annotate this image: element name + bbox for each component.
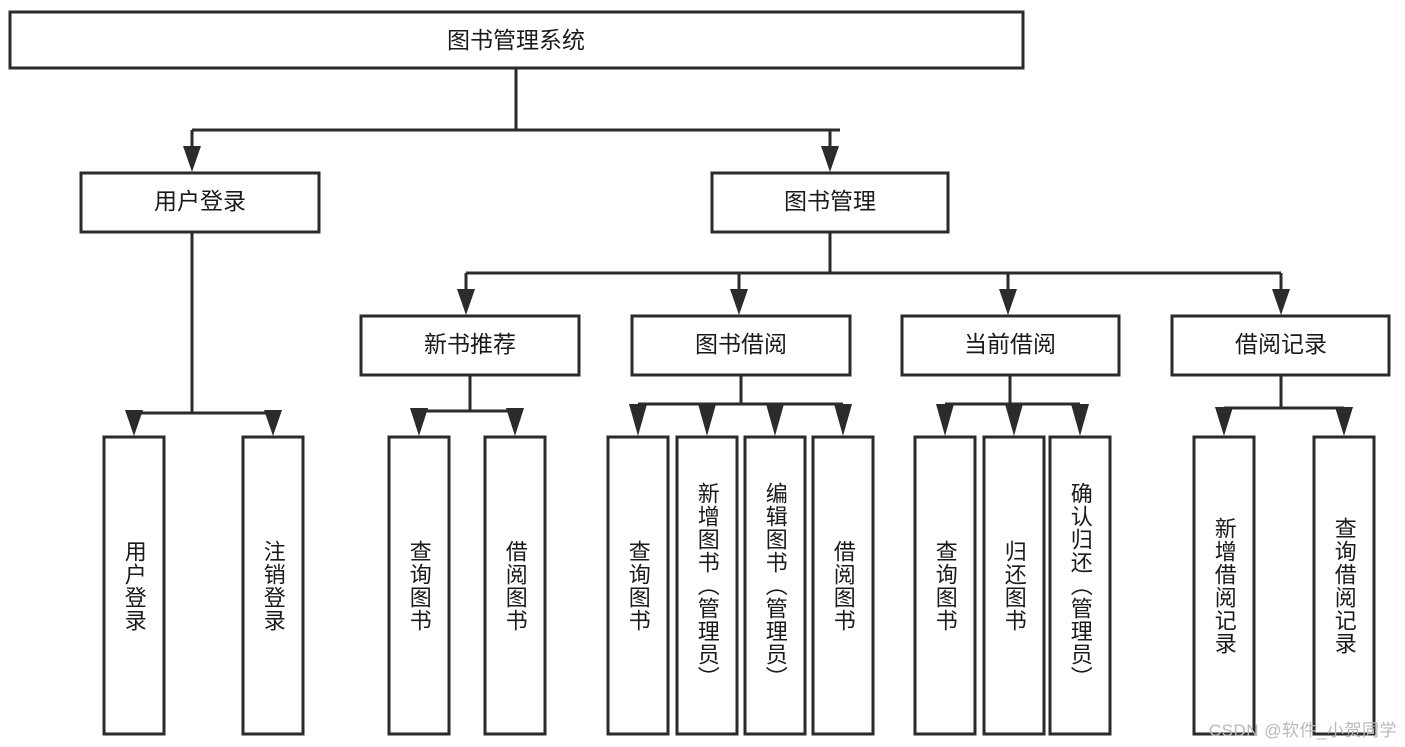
node-new-book-recommend[interactable]: 新书推荐 — [359, 314, 581, 377]
arrow-head-icon — [1071, 404, 1089, 436]
node-book-management[interactable]: 图书管理 — [710, 171, 950, 234]
connector-new-book-to-leaves — [410, 375, 524, 436]
leaf-node-borrow-book-1[interactable]: 借阅图书 — [483, 435, 547, 736]
leaf-label: 用户登录 — [121, 539, 147, 632]
arrow-head-icon — [629, 404, 647, 436]
node-box-shape — [1170, 314, 1391, 377]
leaf-box-shape — [1312, 435, 1376, 736]
leaf-box-shape — [675, 435, 739, 736]
arrow-head-icon — [1005, 404, 1023, 436]
leaf-box-shape — [387, 435, 451, 736]
leaf-label: 确认归还（管理员） — [1067, 482, 1093, 689]
node-label-book-borrow: 图书借阅 — [695, 331, 787, 357]
leaf-node-query-book-3[interactable]: 查询图书 — [913, 435, 977, 736]
leaf-node-return-book[interactable]: 归还图书 — [982, 435, 1046, 736]
leaf-label: 查询图书 — [406, 539, 432, 632]
leaf-box-shape — [483, 435, 547, 736]
connector-book-mgmt-to-level3 — [457, 232, 1290, 315]
leaf-node-confirm-return-admin[interactable]: 确认归还（管理员） — [1048, 435, 1112, 736]
node-label-book-management: 图书管理 — [784, 188, 876, 214]
leaf-node-logout[interactable]: 注销登录 — [241, 435, 305, 736]
leaf-label: 查询图书 — [932, 539, 958, 632]
leaf-box-shape — [982, 435, 1046, 736]
arrow-head-icon — [1215, 407, 1233, 436]
leaf-box-shape — [241, 435, 305, 736]
leaf-node-add-borrow-record[interactable]: 新增借阅记录 — [1192, 435, 1256, 736]
leaf-node-query-borrow-record[interactable]: 查询借阅记录 — [1312, 435, 1376, 736]
arrow-head-icon — [999, 289, 1017, 315]
leaf-node-borrow-book-2[interactable]: 借阅图书 — [811, 435, 875, 736]
node-box-shape — [359, 314, 581, 377]
leaf-label: 归还图书 — [1001, 539, 1027, 632]
node-user-login[interactable]: 用户登录 — [79, 171, 321, 234]
connector-book-borrow-to-leaves — [629, 375, 852, 436]
node-root-system[interactable]: 图书管理系统 — [8, 10, 1025, 70]
leaf-node-add-book-admin[interactable]: 新增图书（管理员） — [675, 435, 739, 736]
leaf-label: 注销登录 — [260, 539, 286, 632]
leaf-node-query-book-2[interactable]: 查询图书 — [606, 435, 670, 736]
arrow-head-icon — [834, 404, 852, 436]
leaf-label: 借阅图书 — [830, 539, 856, 632]
leaf-label: 新增图书（管理员） — [694, 482, 720, 689]
leaf-label: 新增借阅记录 — [1211, 516, 1237, 655]
node-box-shape — [79, 171, 321, 234]
connector-borrow-record-to-leaves — [1215, 375, 1353, 436]
leaf-box-shape — [811, 435, 875, 736]
leaf-box-shape — [606, 435, 670, 736]
node-label-user-login: 用户登录 — [154, 188, 246, 214]
leaf-node-edit-book-admin[interactable]: 编辑图书（管理员） — [743, 435, 807, 736]
leaf-box-shape — [1192, 435, 1256, 736]
node-label-current-borrow: 当前借阅 — [964, 331, 1056, 357]
leaf-label: 查询借阅记录 — [1331, 516, 1357, 655]
arrow-head-icon — [821, 146, 839, 172]
node-box-shape — [900, 314, 1121, 377]
leaf-node-user-login[interactable]: 用户登录 — [102, 435, 166, 736]
leaf-box-shape — [743, 435, 807, 736]
arrow-head-icon — [1335, 407, 1353, 436]
arrow-head-icon — [183, 146, 201, 172]
leaf-box-shape — [102, 435, 166, 736]
arrow-head-icon — [506, 408, 524, 436]
node-borrow-record[interactable]: 借阅记录 — [1170, 314, 1391, 377]
leaf-label: 借阅图书 — [502, 539, 528, 632]
leaf-label: 编辑图书（管理员） — [762, 482, 788, 689]
connector-root-to-level2 — [183, 68, 840, 172]
node-book-borrow[interactable]: 图书借阅 — [630, 314, 852, 377]
arrow-head-icon — [766, 404, 784, 436]
node-label-borrow-record: 借阅记录 — [1235, 331, 1327, 357]
leaf-box-shape — [1048, 435, 1112, 736]
leaf-label: 查询图书 — [625, 539, 651, 632]
arrow-head-icon — [936, 404, 954, 436]
arrow-head-icon — [698, 404, 716, 436]
node-box-shape — [8, 10, 1025, 70]
node-box-shape — [630, 314, 852, 377]
leaf-box-shape — [913, 435, 977, 736]
arrow-head-icon — [457, 289, 475, 315]
node-current-borrow[interactable]: 当前借阅 — [900, 314, 1121, 377]
node-box-shape — [710, 171, 950, 234]
connector-user-login-to-leaves — [125, 232, 282, 436]
connector-current-borrow-to-leaves — [936, 375, 1089, 436]
arrow-head-icon — [125, 410, 143, 436]
arrow-head-icon — [264, 410, 282, 436]
leaf-node-query-book-1[interactable]: 查询图书 — [387, 435, 451, 736]
node-label-root: 图书管理系统 — [447, 27, 585, 53]
arrow-head-icon — [730, 289, 748, 315]
arrow-head-icon — [1272, 289, 1290, 315]
node-label-new-book-recommend: 新书推荐 — [424, 331, 516, 357]
arrow-head-icon — [410, 408, 428, 436]
